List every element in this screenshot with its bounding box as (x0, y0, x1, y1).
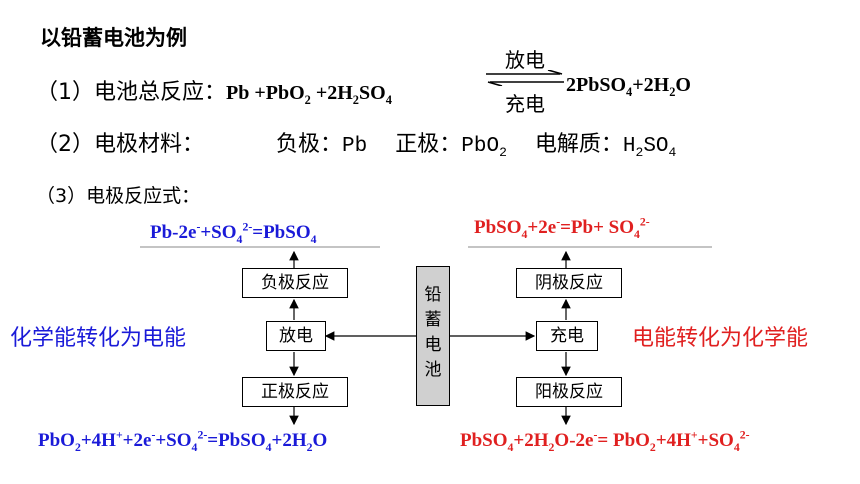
anode-equation: PbSO4+2H2O-2e-= PbO2+4H++SO42- (460, 428, 750, 454)
arrow-label-discharge: 放电 (505, 48, 545, 72)
anode-reaction-box: 阳极反应 (516, 377, 622, 407)
discharge-box: 放电 (266, 321, 326, 351)
electrolyte-label: 电解质： (534, 132, 623, 157)
electrolyte-value: H2SO4 (622, 135, 677, 161)
reversible-arrow: 放电 充电 (484, 44, 566, 116)
equilibrium-arrow-icon (486, 70, 564, 86)
center-char-2: 蓄 (424, 310, 442, 330)
negative-electrode-equation: Pb-2e-+SO42-=PbSO4 (150, 220, 317, 246)
lead-acid-battery-box: 铅 蓄 电 池 (416, 266, 450, 406)
electrode-equations-label: （3）电极反应式： (36, 185, 201, 207)
center-char-1: 铅 (424, 285, 442, 305)
right-energy-conversion: 电能转化为化学能 (632, 326, 809, 351)
products: 2PbSO4+2H2O (566, 74, 691, 99)
page-title: 以铅蓄电池为例 (40, 26, 187, 50)
left-energy-conversion: 化学能转化为电能 (10, 326, 187, 351)
cathode-reaction-box: 阴极反应 (516, 268, 622, 298)
electrode-materials-label: （2）电极材料： (36, 132, 204, 157)
overall-reaction-line: （1）电池总反应：Pb +PbO2 +2H2SO4 (36, 74, 392, 106)
arrow-label-charge: 充电 (505, 92, 545, 116)
positive-electrode-reaction-box: 正极反应 (242, 377, 348, 407)
electrode-materials-line: （2）电极材料： 负极：Pb 正极：PbO2 电解质：H2SO4 (36, 126, 677, 161)
overall-reaction-label: （1）电池总反应： (36, 80, 226, 105)
center-char-4: 池 (424, 360, 442, 380)
positive-electrode-value: PbO2 (461, 135, 507, 161)
negative-electrode-reaction-box: 负极反应 (242, 268, 348, 298)
cathode-equation: PbSO4+2e-=Pb+ SO42- (474, 215, 650, 241)
center-char-3: 电 (424, 335, 442, 355)
negative-electrode-label: 负极： (276, 132, 343, 157)
positive-electrode-equation: PbO2+4H++2e-+SO42-=PbSO4+2H2O (38, 428, 328, 454)
reactants: Pb +PbO2 +2H2SO4 (226, 82, 392, 107)
charge-box: 充电 (536, 321, 598, 351)
negative-electrode-value: Pb (342, 135, 368, 158)
positive-electrode-label: 正极： (395, 132, 462, 157)
